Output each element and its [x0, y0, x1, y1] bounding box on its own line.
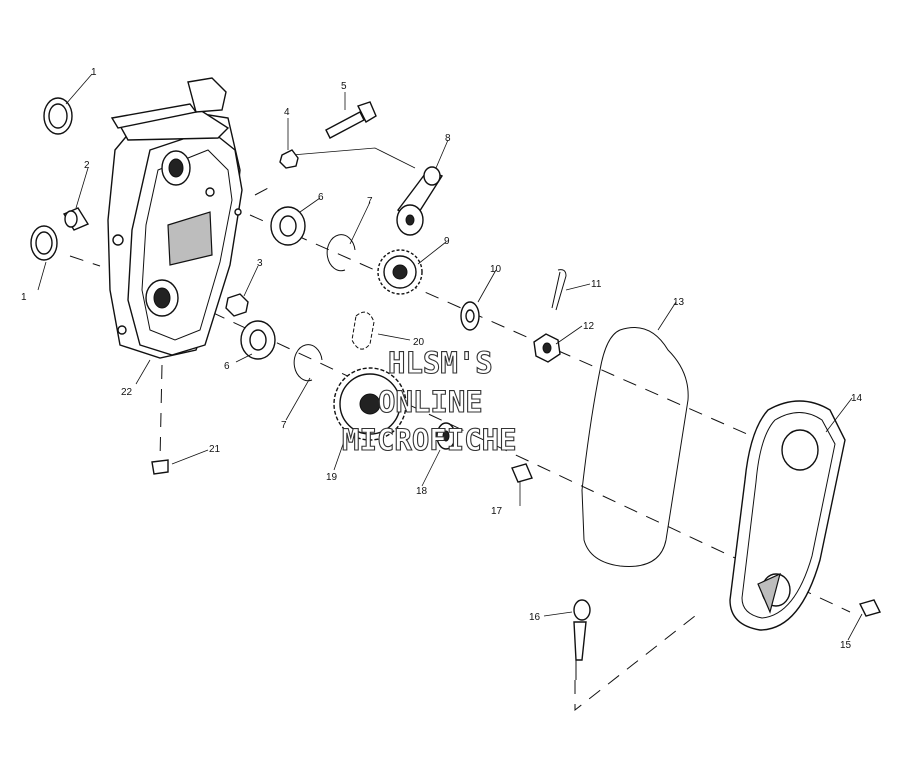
callout-16: 16	[529, 612, 541, 623]
leader-lines	[37, 73, 863, 641]
callout-22: 22	[121, 387, 133, 398]
callout-18: 18	[416, 486, 428, 497]
watermark-line-3: MICROFICHE	[342, 423, 517, 457]
snap-ring-lower-part	[293, 344, 323, 382]
bolt-17-part	[511, 463, 533, 483]
bearing-upper-part	[270, 206, 306, 246]
callout-19: 19	[326, 472, 338, 483]
seal-lower-part	[30, 225, 58, 261]
callout-11: 11	[591, 279, 602, 290]
cotter-pin-part	[551, 269, 567, 311]
callout-15: 15	[840, 640, 852, 651]
callout-6-upper: 6	[318, 192, 324, 203]
gasket-part	[581, 327, 689, 567]
nut-3-part	[225, 293, 249, 317]
callout-5: 5	[341, 81, 347, 92]
castle-nut-part	[533, 333, 561, 363]
nut-4-part	[279, 149, 299, 169]
watermark: HLSM'S ONLINE MICROFICHE	[341, 345, 517, 457]
tensioner-arm-part	[396, 166, 444, 236]
callout-7-lower: 7	[281, 420, 287, 431]
callout-2: 2	[84, 160, 90, 171]
bolt-2-part	[62, 207, 90, 231]
watermark-line-2: ONLINE	[378, 385, 483, 419]
callout-7-upper: 7	[367, 196, 373, 207]
callout-1-lower: 1	[21, 292, 27, 303]
chaincase-housing-part	[107, 77, 243, 359]
callout-20: 20	[413, 337, 425, 348]
bolt-5-part	[325, 101, 377, 139]
callout-3: 3	[257, 258, 263, 269]
callout-21: 21	[209, 444, 221, 455]
bearing-lower-part	[240, 320, 276, 360]
callout-9: 9	[444, 236, 450, 247]
drain-plug-part	[151, 459, 169, 475]
callout-12: 12	[583, 321, 595, 332]
drive-chain-part	[351, 311, 375, 350]
watermark-line-1: HLSM'S	[388, 346, 493, 380]
sprocket-small-part	[377, 249, 423, 295]
callout-17: 17	[491, 506, 503, 517]
callout-13: 13	[673, 297, 685, 308]
washer-18-part	[436, 422, 456, 450]
seal-upper-part	[43, 97, 73, 135]
callout-8: 8	[445, 133, 451, 144]
snap-ring-upper-part	[326, 234, 356, 272]
callout-6-lower: 6	[224, 361, 230, 372]
callout-1-upper: 1	[91, 67, 97, 78]
dipstick-part	[573, 599, 591, 680]
chaincase-cover-part	[729, 400, 846, 631]
sprocket-large-part	[333, 367, 407, 441]
callout-14: 14	[851, 393, 863, 404]
callout-10: 10	[490, 264, 502, 275]
callout-4: 4	[284, 107, 290, 118]
callout-labels: 1 1 2 3 4 5 6 6 7 7 8 9 10 11 12 13 14 1…	[21, 67, 863, 651]
washer-10-part	[460, 301, 480, 331]
bolt-15-part	[858, 599, 882, 617]
